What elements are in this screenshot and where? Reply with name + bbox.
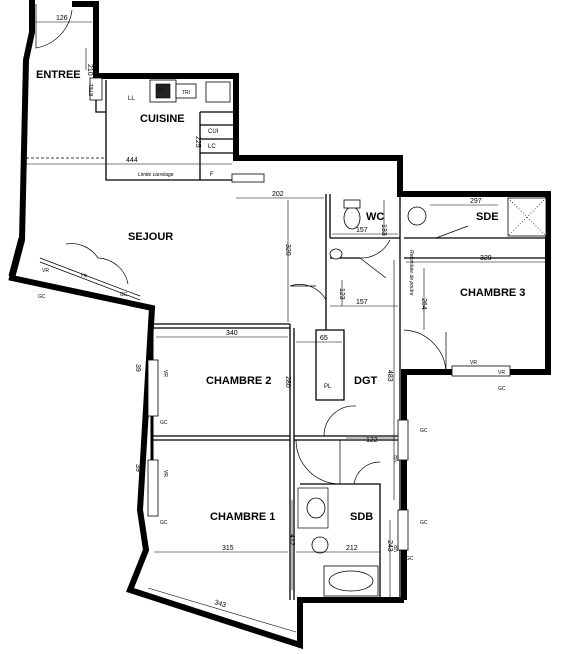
label-f: F [210, 172, 214, 178]
room-label-chambre-2: CHAMBRE 2 [206, 375, 271, 387]
room-label-cuisine: CUISINE [140, 113, 185, 125]
room-label-sdb: SDB [350, 511, 373, 523]
gc-marker-1: GC [38, 294, 46, 300]
dim-340: 340 [226, 330, 238, 337]
gc-marker-2: GC [160, 420, 168, 426]
room-label-entree: ENTREE [36, 69, 81, 81]
dim-202: 202 [272, 191, 284, 198]
equipment-labels: ETEL LL LV TRI CUI LC F Limite carrelage… [89, 83, 414, 390]
dim-39b: 39 [134, 464, 141, 472]
gc-marker-5: GC [420, 428, 428, 434]
dim-412: 412 [288, 534, 295, 546]
dim-280: 280 [284, 376, 291, 388]
windows [39, 173, 511, 551]
label-lv: LV [158, 88, 164, 94]
room-label-sde: SDE [476, 211, 499, 223]
gc-marker-8: GC [406, 556, 414, 562]
vr-marker-2: VR [162, 370, 168, 377]
dim-483: 483 [386, 370, 393, 382]
interior-partitions [26, 76, 548, 600]
vr-marker-7: VR [79, 272, 88, 280]
label-cui: CUI [208, 129, 219, 135]
dim-329: 329 [480, 255, 492, 262]
vr-gc-markers: VR GC VR GC VR GC VR GC VR GC VR GC VR G… [38, 268, 506, 562]
label-retombee-poutre: Retombée de poutre [408, 250, 414, 296]
room-label-chambre-3: CHAMBRE 3 [460, 287, 525, 299]
dim-122: 122 [366, 437, 378, 444]
dim-126: 126 [56, 15, 68, 22]
label-lc: LC [208, 144, 216, 150]
label-limite-carrelage: Limite carrelage [138, 172, 174, 178]
dim-212: 212 [346, 545, 358, 552]
gc-marker-6: GC [420, 520, 428, 526]
dim-315: 315 [222, 545, 234, 552]
dim-297: 297 [470, 198, 482, 205]
vr-marker-8: VR [470, 360, 477, 366]
room-label-dgt: DGT [354, 375, 378, 387]
dimension-values: 126 210 444 225 202 320 297 157 133 329 … [56, 15, 492, 609]
doors [35, 4, 469, 485]
vr-marker-3: VR [162, 470, 168, 477]
vr-marker-6: VR [394, 545, 400, 552]
dim-65: 65 [320, 335, 328, 342]
dim-133: 133 [380, 224, 387, 236]
dim-343: 343 [213, 599, 226, 609]
dim-444: 444 [126, 157, 138, 164]
label-pl: PL [324, 384, 332, 390]
dim-243: 243 [386, 540, 393, 552]
dim-39a: 39 [134, 364, 141, 372]
dim-157a: 157 [356, 227, 368, 234]
room-label-wc: WC [366, 211, 384, 223]
dim-320: 320 [284, 244, 291, 256]
room-label-sejour: SEJOUR [128, 231, 173, 243]
room-label-chambre-1: CHAMBRE 1 [210, 511, 275, 523]
gc-marker-3: GC [160, 520, 168, 526]
vr-marker-1: VR [42, 268, 49, 274]
dim-210: 210 [86, 64, 93, 76]
dim-157b: 157 [356, 299, 368, 306]
gc-marker-7: GC [120, 292, 128, 298]
vr-marker-5: VR [394, 455, 400, 462]
room-labels: ENTREE CUISINE SEJOUR WC SDE CHAMBRE 3 C… [36, 69, 525, 523]
label-tri: TRI [182, 90, 190, 96]
fixtures [89, 77, 547, 597]
label-etel: ETEL [89, 83, 95, 96]
dim-123: 123 [338, 288, 345, 300]
gc-marker-4: GC [498, 386, 506, 392]
dimension-lines [26, 21, 546, 633]
dim-225: 225 [194, 136, 201, 148]
label-ll: LL [128, 96, 135, 102]
dim-264: 264 [420, 298, 427, 310]
vr-marker-4: VR [498, 370, 505, 376]
